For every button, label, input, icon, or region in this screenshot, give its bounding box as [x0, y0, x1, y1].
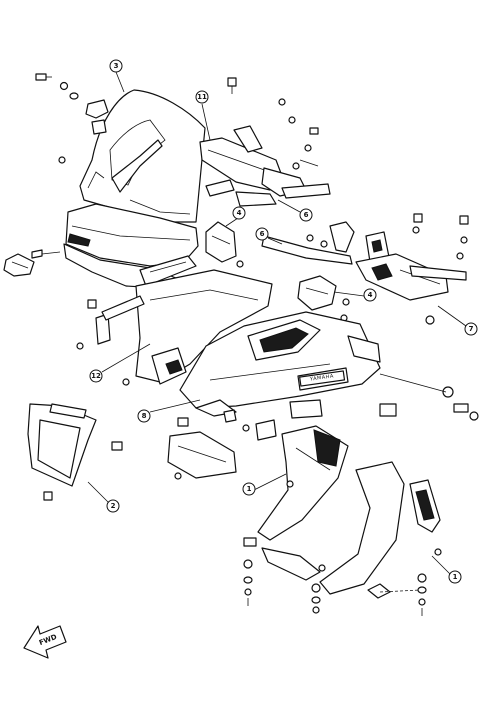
brand-badge: YAMAHA	[299, 370, 346, 387]
windscreen	[79, 89, 206, 223]
lower-left-duct	[243, 425, 349, 581]
svg-text:YAMAHA: YAMAHA	[309, 373, 335, 382]
svg-text:1: 1	[247, 485, 252, 493]
callout-7: 7	[464, 322, 478, 336]
callout-3: 3	[109, 59, 123, 73]
svg-text:6: 6	[260, 230, 265, 238]
fwd-arrow-icon: FWD	[23, 625, 67, 659]
svg-text:12: 12	[91, 372, 101, 380]
callout-6-upper: 6	[299, 208, 313, 222]
callout-4-right-mirror: 4	[363, 288, 377, 302]
bottom-fastener-stacks	[243, 559, 427, 616]
lower-right-duct	[318, 461, 442, 599]
callout-12: 12	[89, 369, 103, 383]
right-side-fasteners	[379, 373, 479, 421]
left-mirror	[205, 221, 244, 268]
mirror-bracket-assembly	[199, 77, 331, 207]
callout-4-left-mirror: 4	[232, 206, 246, 220]
right-mirror	[297, 275, 350, 322]
svg-text:3: 3	[114, 62, 119, 70]
callout-8: 8	[137, 409, 151, 423]
callout-11: 11	[195, 90, 209, 104]
lower-cowl-parts	[167, 399, 323, 480]
callout-2: 2	[106, 499, 120, 513]
callout-6-lower: 6	[255, 227, 269, 241]
svg-text:8: 8	[142, 412, 147, 420]
svg-text:4: 4	[237, 209, 242, 217]
svg-text:11: 11	[197, 93, 207, 101]
top-left-fasteners	[3, 73, 109, 277]
garnish-panel	[27, 403, 123, 501]
svg-text:7: 7	[469, 325, 474, 333]
callout-1-right-duct: 1	[448, 570, 462, 584]
svg-text:1: 1	[453, 573, 458, 581]
right-bracket-parts	[261, 213, 469, 325]
inner-panel	[76, 269, 273, 386]
leader-lines	[87, 71, 467, 577]
svg-text:4: 4	[368, 291, 373, 299]
svg-text:2: 2	[111, 502, 116, 510]
svg-text:6: 6	[304, 211, 309, 219]
callout-1-left-duct: 1	[242, 482, 256, 496]
